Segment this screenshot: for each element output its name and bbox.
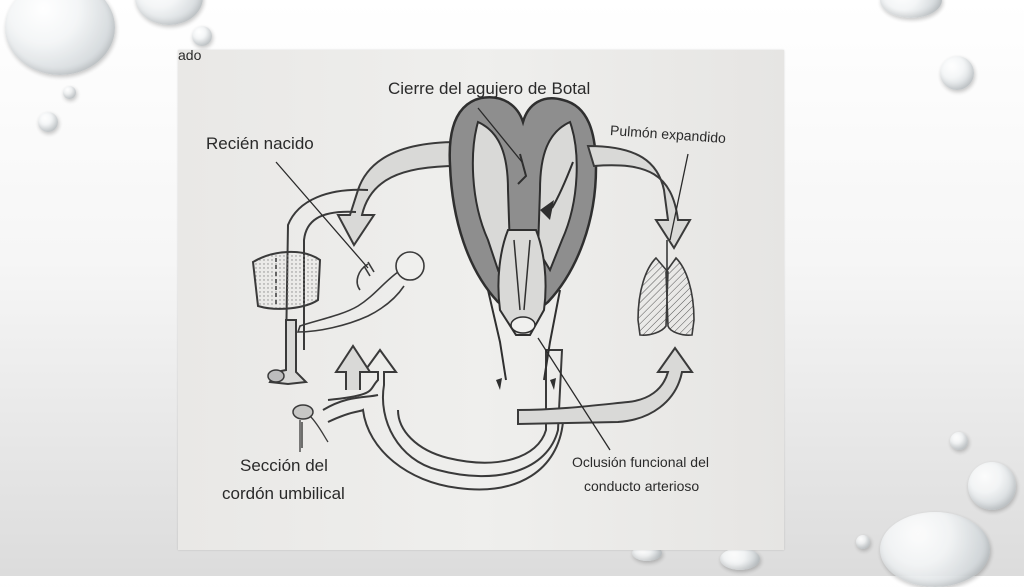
label-newborn: Recién nacido bbox=[206, 134, 314, 153]
heart-shape bbox=[448, 95, 598, 390]
water-drop bbox=[950, 432, 968, 450]
water-drop bbox=[38, 112, 58, 132]
water-drop bbox=[940, 56, 974, 90]
liver-shape bbox=[251, 250, 322, 310]
water-drop bbox=[856, 535, 870, 549]
umbilical-cord-section bbox=[292, 394, 379, 452]
label-pointer-lines bbox=[275, 107, 689, 451]
label-cord-section-line2: cordón umbilical bbox=[222, 484, 345, 503]
label-cord-section-line1: Sección del bbox=[240, 456, 328, 475]
aorta-left-vessel bbox=[285, 140, 459, 351]
circulation-diagram bbox=[251, 95, 695, 491]
diagram-photo: ado Cierre del agujero de Botal Recién n… bbox=[178, 50, 784, 550]
pulmonary-vessel bbox=[586, 144, 692, 250]
water-drop bbox=[720, 548, 760, 570]
umbilical-vein-vessel bbox=[267, 319, 309, 386]
water-drop bbox=[5, 0, 115, 75]
label-duct-occlusion-line1: Oclusión funcional del bbox=[572, 454, 709, 470]
lower-circulation-loop bbox=[327, 344, 694, 491]
water-drop bbox=[880, 0, 942, 18]
corner-text: ado bbox=[178, 50, 202, 63]
water-drop bbox=[135, 0, 203, 25]
water-drop bbox=[968, 462, 1016, 510]
label-botal-closure: Cierre del agujero de Botal bbox=[388, 79, 591, 98]
water-drop bbox=[63, 86, 76, 99]
lungs-shape bbox=[637, 240, 695, 336]
water-drop bbox=[880, 512, 990, 587]
newborn-figure bbox=[296, 251, 425, 333]
water-drop bbox=[192, 26, 212, 46]
label-duct-occlusion-line2: conducto arterioso bbox=[584, 478, 700, 494]
